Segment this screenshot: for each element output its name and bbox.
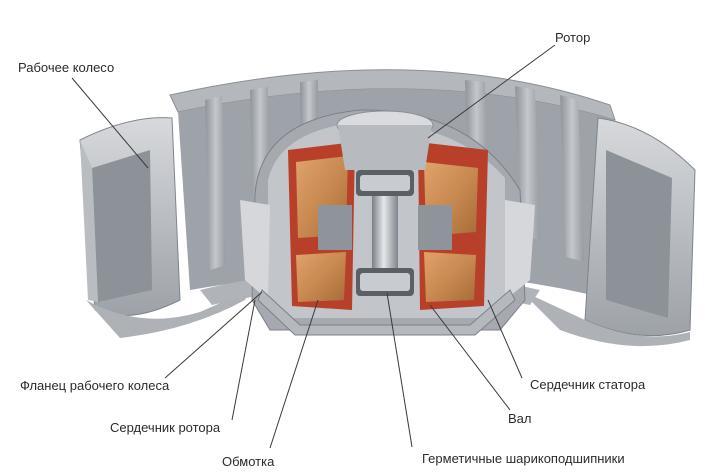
right-stator-section xyxy=(418,142,488,310)
leader-line-rotor xyxy=(427,44,556,139)
rotor-cap xyxy=(336,110,434,170)
label-rotor-core: Сердечник ротора xyxy=(110,420,221,435)
left-stator-section xyxy=(288,142,355,310)
label-impeller-flange: Фланец рабочего колеса xyxy=(20,378,170,393)
leader-line-bearings xyxy=(386,292,413,448)
leader-line-impeller-flange xyxy=(164,291,263,379)
leader-line-shaft xyxy=(429,304,511,411)
label-shaft: Вал xyxy=(508,411,532,426)
leader-line-rotor-core xyxy=(231,299,256,421)
housing-bottom xyxy=(257,289,516,336)
leader-line-winding xyxy=(269,299,319,449)
impeller-right-blade xyxy=(520,117,696,347)
leader-line-stator-core xyxy=(487,299,523,379)
label-rotor: Ротор xyxy=(555,30,591,45)
label-bearings: Герметичные шарикоподшипники xyxy=(422,451,625,466)
label-stator-core: Сердечник статора xyxy=(530,377,646,392)
label-winding: Обмотка xyxy=(222,454,275,469)
label-impeller: Рабочее колесо xyxy=(18,60,115,75)
leader-line-impeller xyxy=(71,77,149,169)
impeller-left-blade xyxy=(79,117,250,338)
shaft-assembly xyxy=(356,170,414,296)
